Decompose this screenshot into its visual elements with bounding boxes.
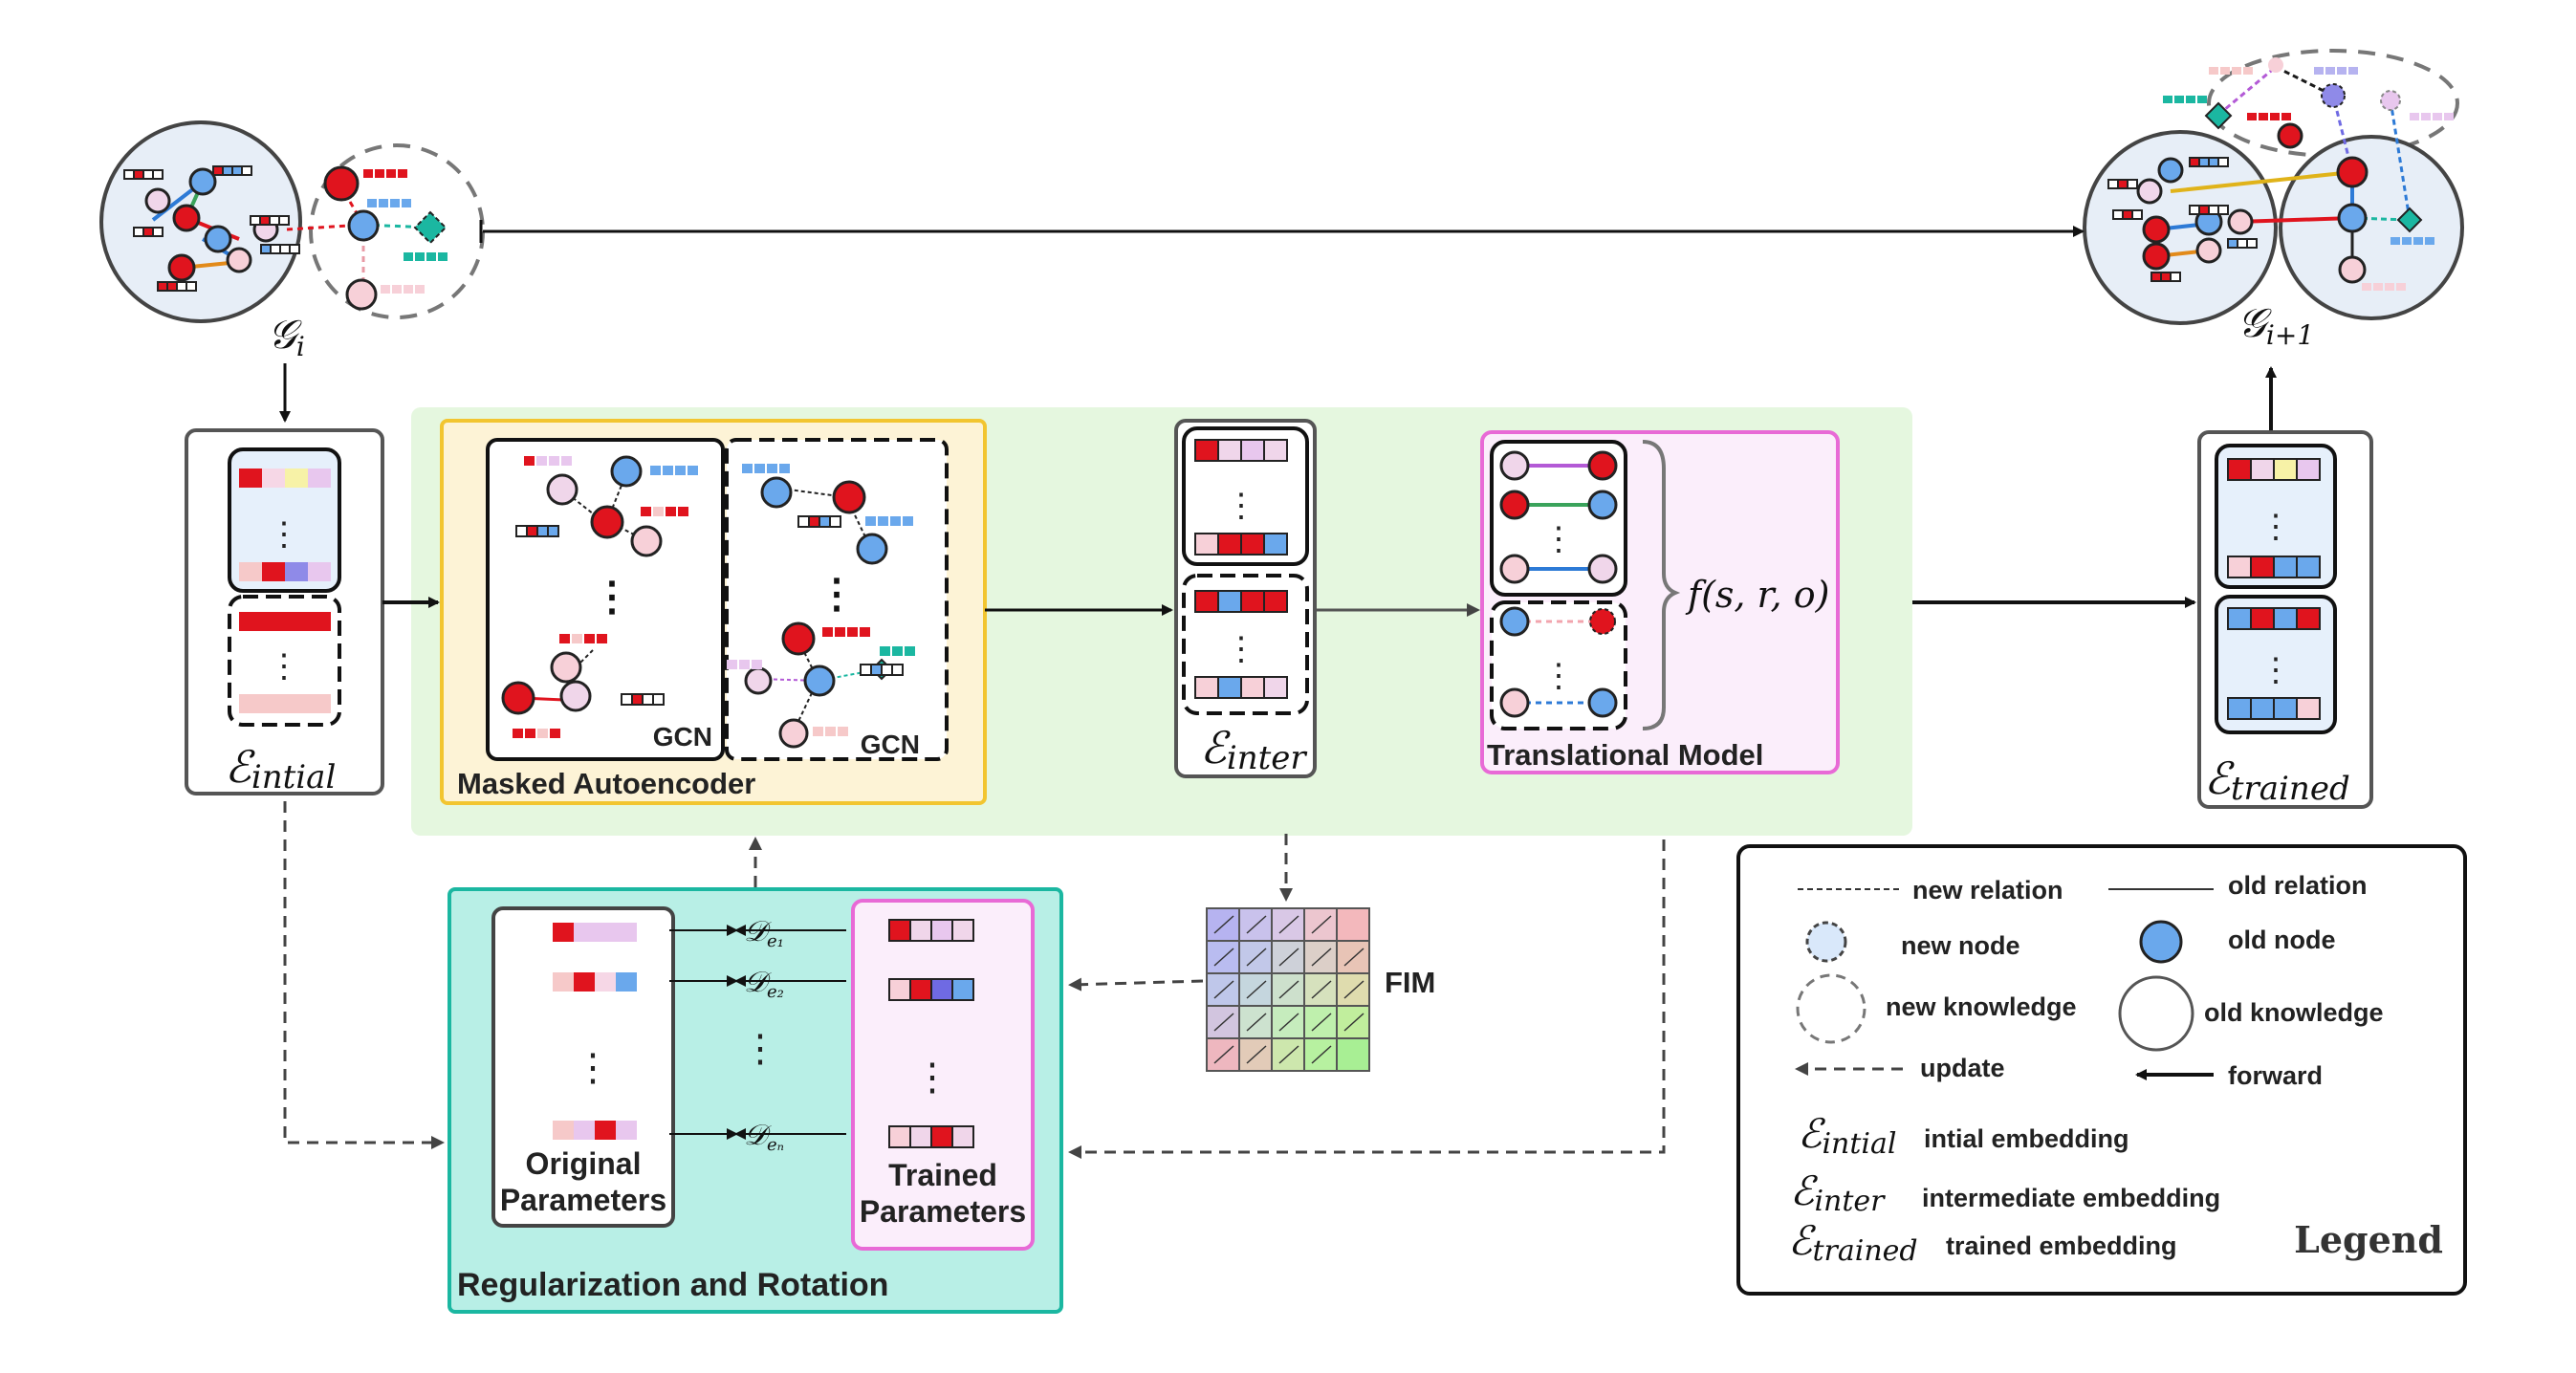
trained-embedding-label: ℰtrained [2204,752,2350,808]
score-function-label: f(s, r, o) [1685,574,1829,616]
svg-text:⋮: ⋮ [1542,658,1575,694]
inter-embedding-block: ⋮ ⋮ [1174,419,1317,778]
trained-embedding-block: ⋮ ⋮ [2197,430,2373,809]
gi-label: 𝒢i [268,311,305,362]
masked-autoencoder-label: Masked Autoencoder [457,767,755,800]
legend-intial-embedding: intial embedding [1924,1124,2129,1153]
legend-old-node-icon [2139,920,2183,964]
svg-text:⋮: ⋮ [1225,631,1257,667]
legend-inter-symbol: ℰinter [1790,1167,1886,1218]
legend-old-knowledge: old knowledge [2204,998,2384,1027]
update-arrow-translational-to-trained-params [1068,839,1666,1159]
legend-old-relation: old relation [2228,871,2368,900]
svg-text:⋮: ⋮ [2259,509,2292,545]
initial-embedding-block: ⋮ ⋮ [185,428,384,795]
legend-old-knowledge-icon [2118,975,2194,1052]
inter-embedding-label: ℰinter [1200,722,1307,777]
svg-text:⋮: ⋮ [1542,521,1575,557]
original-params-line2: Parameters [500,1183,666,1217]
translational-model-label: Translational Model [1487,738,1763,772]
svg-text:⋮: ⋮ [574,1047,612,1089]
regularization-block: ⋮ Original Parameters ⋮ Trained Paramete… [448,887,1063,1314]
svg-text:⋮: ⋮ [817,571,857,616]
fim-label: FIM [1385,966,1435,999]
legend-update: update [1920,1054,2005,1082]
legend-new-node-icon [1805,921,1847,963]
svg-text:⋮: ⋮ [268,648,300,685]
trained-params-line2: Parameters [860,1194,1026,1229]
legend-new-knowledge: new knowledge [1886,992,2077,1021]
gcn-label-right: GCN [861,730,920,759]
svg-text:⋮: ⋮ [268,516,300,553]
svg-text:⋮: ⋮ [2259,652,2292,688]
gcn-label-left: GCN [653,722,712,752]
legend-new-node: new node [1901,931,2020,960]
legend-old-node: old node [2228,926,2335,954]
legend-new-relation: new relation [1912,876,2063,904]
trained-params-line1: Trained [888,1158,997,1192]
svg-text:⋮: ⋮ [913,1057,951,1099]
graph-gi1 [2083,49,2464,325]
svg-text:⋮: ⋮ [592,574,632,619]
legend-title: Legend [2294,1218,2443,1261]
original-params-line1: Original [526,1146,642,1181]
fim-matrix [1206,907,1370,1072]
d-e1: 𝒟e₁ [744,915,784,951]
legend: new relation old relation new node old n… [1736,844,2467,1296]
d-e2: 𝒟e₂ [744,966,784,1002]
legend-new-knowledge-icon [1796,973,1867,1044]
update-arrow-fim-to-trained [1068,977,1204,992]
initial-embedding-label: ℰintial [225,741,336,796]
svg-text:⋮: ⋮ [1225,488,1257,524]
legend-inter-embedding: intermediate embedding [1922,1184,2220,1212]
graph-gi [99,120,485,323]
translational-model: ⋮ ⋮ f(s, r, o) [1480,430,1840,774]
legend-trained-symbol: ℰtrained [1788,1217,1918,1268]
gi1-label: 𝒢i+1 [2238,299,2314,351]
masked-autoencoder: ⋮ GCN ⋮ [440,419,987,805]
legend-forward: forward [2228,1061,2323,1090]
regularization-label: Regularization and Rotation [457,1267,888,1303]
d-en: 𝒟eₙ [744,1119,784,1155]
legend-trained-embedding: trained embedding [1946,1231,2177,1260]
update-arrow-initial-to-reg [283,801,445,1149]
legend-intial-symbol: ℰintial [1798,1110,1896,1161]
svg-text:⋮: ⋮ [741,1028,779,1070]
